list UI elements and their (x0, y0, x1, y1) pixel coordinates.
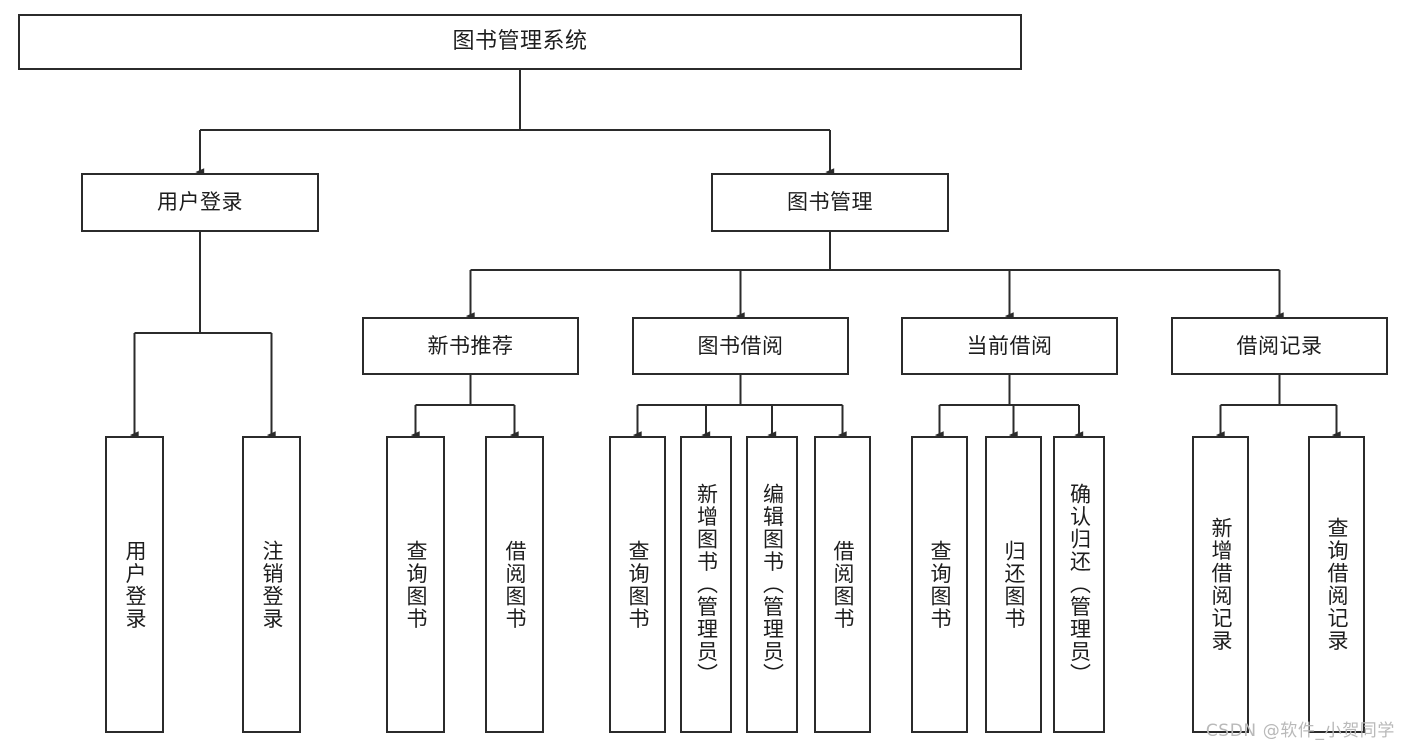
node-label: 借阅图书 (831, 539, 856, 630)
node-leaf-user-logout[interactable]: 注销登录 (242, 436, 301, 733)
node-label: 确认归还（管理员） (1067, 483, 1092, 686)
node-label: 查询图书 (626, 539, 651, 630)
node-root[interactable]: 图书管理系统 (18, 14, 1022, 70)
node-label: 新书推荐 (427, 333, 514, 358)
node-label: 图书管理系统 (452, 29, 588, 55)
node-leaf-borrow-book-a[interactable]: 借阅图书 (485, 436, 544, 733)
node-user-login[interactable]: 用户登录 (81, 173, 319, 232)
node-label: 借阅记录 (1236, 333, 1323, 358)
node-leaf-add-borrow-record[interactable]: 新增借阅记录 (1192, 436, 1249, 733)
node-label: 借阅图书 (503, 539, 528, 630)
node-borrow-record[interactable]: 借阅记录 (1171, 317, 1388, 375)
node-leaf-confirm-return-admin[interactable]: 确认归还（管理员） (1053, 436, 1105, 733)
node-leaf-query-book-b[interactable]: 查询图书 (609, 436, 666, 733)
edge-group (129, 70, 1341, 440)
node-leaf-user-login[interactable]: 用户登录 (105, 436, 164, 733)
node-label: 编辑图书（管理员） (760, 483, 785, 686)
node-leaf-query-book-c[interactable]: 查询图书 (911, 436, 968, 733)
node-label: 图书管理 (787, 190, 873, 215)
node-leaf-borrow-book-b[interactable]: 借阅图书 (814, 436, 871, 733)
node-leaf-edit-book-admin[interactable]: 编辑图书（管理员） (746, 436, 798, 733)
node-new-book-recommend[interactable]: 新书推荐 (362, 317, 579, 375)
node-book-manage[interactable]: 图书管理 (711, 173, 949, 232)
node-label: 注销登录 (260, 539, 285, 630)
node-label: 图书借阅 (697, 333, 784, 358)
node-label: 查询图书 (404, 539, 429, 630)
node-leaf-query-book-a[interactable]: 查询图书 (386, 436, 445, 733)
node-label: 用户登录 (157, 190, 243, 215)
node-label: 查询借阅记录 (1325, 517, 1350, 652)
node-leaf-add-book-admin[interactable]: 新增图书（管理员） (680, 436, 732, 733)
node-current-borrow[interactable]: 当前借阅 (901, 317, 1118, 375)
node-leaf-query-borrow-record[interactable]: 查询借阅记录 (1308, 436, 1365, 733)
node-label: 归还图书 (1002, 539, 1027, 630)
node-label: 查询图书 (928, 539, 953, 630)
node-label: 新增图书（管理员） (694, 483, 719, 686)
node-label: 当前借阅 (966, 333, 1053, 358)
node-book-borrow[interactable]: 图书借阅 (632, 317, 849, 375)
node-leaf-return-book[interactable]: 归还图书 (985, 436, 1042, 733)
node-label: 用户登录 (123, 539, 148, 630)
node-label: 新增借阅记录 (1209, 517, 1234, 652)
